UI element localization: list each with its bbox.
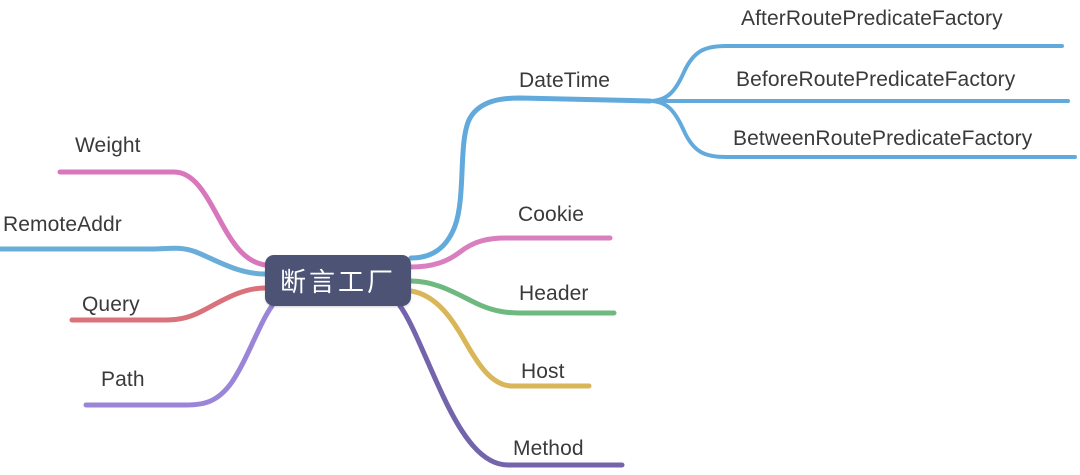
- branch-label-remoteaddr[interactable]: RemoteAddr: [3, 213, 122, 236]
- branch-line-cookie: [408, 235, 613, 270]
- branch-label-datetime[interactable]: DateTime: [519, 69, 611, 92]
- branch-line-remoteaddr: [0, 245, 268, 277]
- branch-label-path[interactable]: Path: [101, 368, 145, 391]
- branch-label-cookie[interactable]: Cookie: [518, 203, 584, 226]
- branch-label-beforeroutepredicatefactory[interactable]: BeforeRoutePredicateFactory: [736, 68, 1016, 91]
- branch-line-weight: [57, 169, 268, 268]
- branch-line-path: [83, 303, 275, 408]
- branch-line-method: [397, 303, 625, 468]
- branch-label-host[interactable]: Host: [521, 360, 565, 383]
- branch-line-datetime: [408, 95, 653, 261]
- branch-line-host: [408, 288, 592, 389]
- central-node[interactable]: 断言工厂: [265, 255, 411, 306]
- branch-label-weight[interactable]: Weight: [75, 134, 141, 157]
- central-node-label: 断言工厂: [279, 267, 396, 297]
- branch-label-betweenroutepredicatefactory[interactable]: BetweenRoutePredicateFactory: [733, 127, 1033, 150]
- branch-line-header: [408, 278, 617, 316]
- branch-label-method[interactable]: Method: [513, 437, 584, 460]
- branch-line-afterroutepredicatefactory: [648, 44, 1064, 103]
- branch-label-query[interactable]: Query: [82, 293, 140, 316]
- branch-line-betweenroutepredicatefactory: [648, 99, 1077, 159]
- branch-label-header[interactable]: Header: [519, 282, 589, 305]
- branch-line-query: [69, 285, 268, 323]
- branch-label-afterroutepredicatefactory[interactable]: AfterRoutePredicateFactory: [741, 7, 1003, 30]
